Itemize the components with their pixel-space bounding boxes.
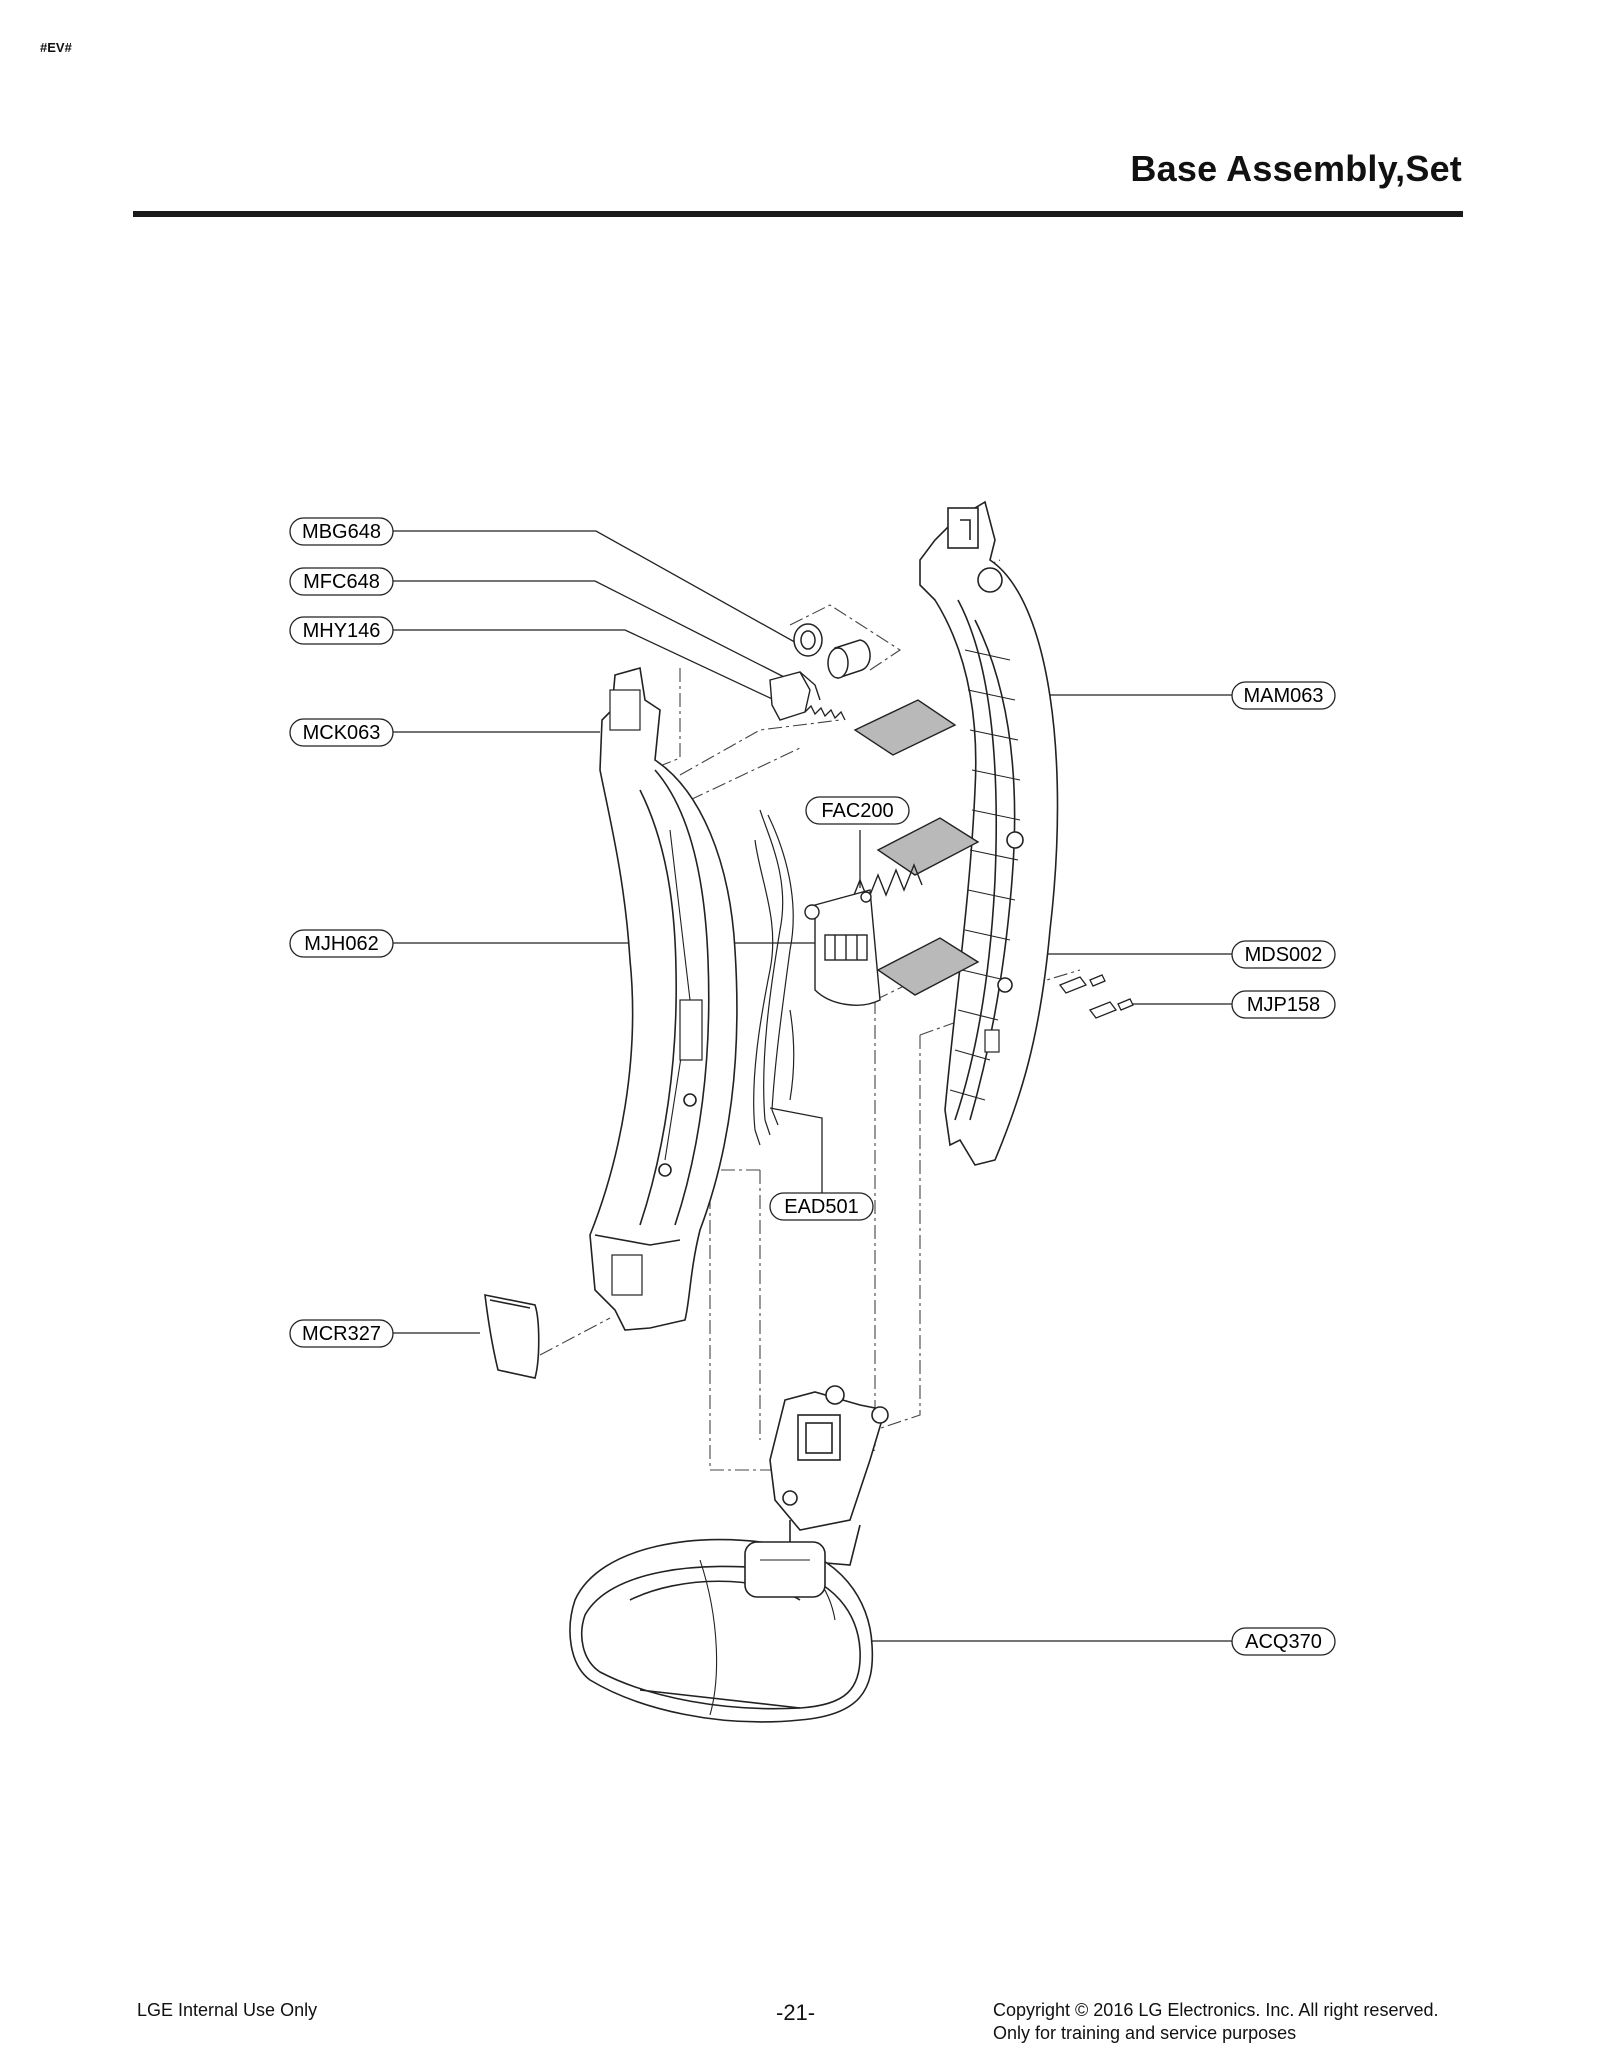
terminal-pins-part bbox=[1058, 974, 1134, 1019]
leader-mbg648 bbox=[393, 530, 801, 646]
document-code: #EV# bbox=[40, 40, 72, 55]
leader-ead501 bbox=[769, 1107, 823, 1193]
callout-label: MJP158 bbox=[1247, 994, 1320, 1016]
page-title: Base Assembly,Set bbox=[1130, 148, 1462, 189]
callout-label: MHY146 bbox=[303, 620, 381, 642]
front-body-frame-part bbox=[919, 500, 1059, 1166]
callout-MBG648: MBG648 bbox=[289, 517, 394, 546]
callout-MDS002: MDS002 bbox=[1231, 940, 1336, 969]
callout-MCR327: MCR327 bbox=[289, 1319, 394, 1348]
callout-MFC648: MFC648 bbox=[289, 567, 394, 596]
callout-MJP158: MJP158 bbox=[1231, 990, 1336, 1019]
callout-FAC200: FAC200 bbox=[805, 796, 910, 825]
callout-EAD501: EAD501 bbox=[769, 1192, 874, 1221]
usage-notice-line: Only for training and service purposes bbox=[993, 2023, 1297, 2043]
nozzle-head-assembly-part bbox=[569, 1385, 889, 1723]
callout-label: MJH062 bbox=[304, 933, 378, 955]
leader-mfc648 bbox=[393, 580, 791, 681]
callout-label: FAC200 bbox=[821, 800, 893, 822]
latch-bracket-part bbox=[769, 671, 821, 721]
pad-sheets-part bbox=[853, 699, 980, 996]
spring-part bbox=[804, 704, 846, 721]
terminal-block-part bbox=[804, 863, 923, 1006]
callout-label: ACQ370 bbox=[1245, 1631, 1322, 1653]
callout-label: MCR327 bbox=[302, 1323, 381, 1345]
callout-label: MBG648 bbox=[302, 521, 381, 543]
callout-label: MAM063 bbox=[1243, 685, 1323, 707]
callout-MHY146: MHY146 bbox=[289, 616, 394, 645]
footer-copyright: Copyright © 2016 LG Electronics. Inc. Al… bbox=[993, 1999, 1438, 2045]
callout-label: MCK063 bbox=[303, 722, 381, 744]
rear-handle-cover-part bbox=[589, 666, 738, 1331]
small-cover-part bbox=[484, 1293, 540, 1379]
callout-ACQ370: ACQ370 bbox=[1231, 1627, 1336, 1656]
callout-label: EAD501 bbox=[784, 1196, 859, 1218]
copyright-line: Copyright © 2016 LG Electronics. Inc. Al… bbox=[993, 2000, 1439, 2020]
callout-MAM063: MAM063 bbox=[1231, 681, 1336, 710]
bushing-pair-part bbox=[793, 623, 871, 680]
wire-harness-part bbox=[753, 809, 795, 1146]
footer-internal-notice: LGE Internal Use Only bbox=[137, 2000, 318, 2020]
leader-mhy146 bbox=[393, 629, 801, 713]
callout-MCK063: MCK063 bbox=[289, 718, 394, 747]
callout-label: MDS002 bbox=[1245, 944, 1323, 966]
page-number: -21- bbox=[776, 2000, 816, 2025]
callout-label: MFC648 bbox=[303, 571, 380, 593]
callout-MJH062: MJH062 bbox=[289, 929, 394, 958]
title-divider bbox=[133, 211, 1463, 217]
